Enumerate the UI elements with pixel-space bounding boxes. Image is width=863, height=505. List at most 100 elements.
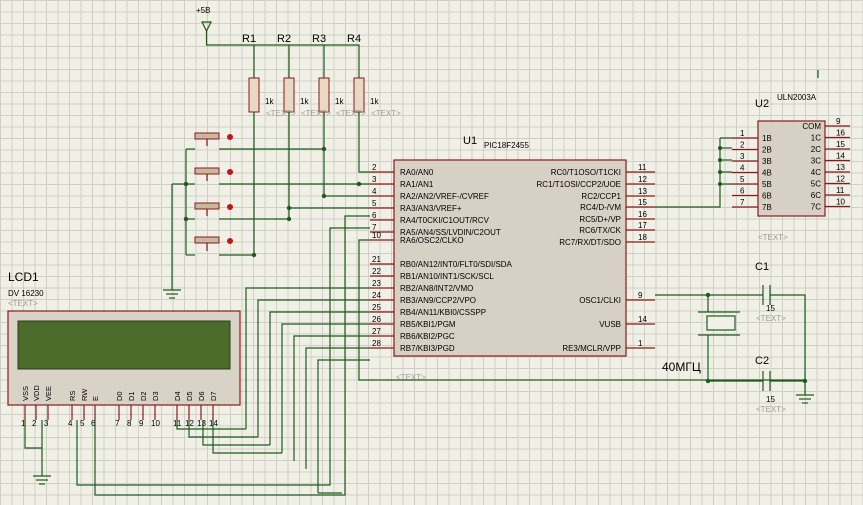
lcd-pin-8[interactable]: 8D1 <box>127 391 136 428</box>
pin-name: 1C <box>811 134 821 143</box>
driver-u2[interactable]: U2 ULN2003A <TEXT> 11B22B33B44B55B66B77B… <box>732 93 850 242</box>
push-button-4[interactable] <box>186 236 254 256</box>
pin-name: RB0/AN12/INT0/FLT0/SDI/SDA <box>400 260 513 269</box>
driver-pin-7[interactable]: 77B <box>732 198 772 212</box>
resistor-r2[interactable]: R2 1k <box>277 33 309 113</box>
lcd-pin-12[interactable]: 12 D5 <box>185 391 194 428</box>
pin-number: 8 <box>127 419 132 428</box>
resistor-value: 1k <box>300 97 309 106</box>
pin-name: RC5/D+/VP <box>579 215 621 224</box>
pin-name: RC7/RX/DT/SDO <box>559 238 621 247</box>
driver-pin-4[interactable]: 44B <box>732 164 772 178</box>
resistor-r4[interactable]: R4 1k <box>347 33 379 113</box>
pin-name: VSS <box>21 386 30 401</box>
pin-name: 6B <box>762 192 772 201</box>
lcd-pin-6[interactable]: 6E <box>91 396 100 428</box>
push-button-2[interactable] <box>186 167 370 185</box>
lcd-pin-5[interactable]: 5RW <box>80 388 89 428</box>
pin-number: 12 <box>185 419 194 428</box>
crystal-x1[interactable]: 40МГЦ <box>662 311 740 374</box>
driver-pin-2[interactable]: 22B <box>732 141 772 155</box>
power-terminal[interactable]: +5В <box>196 6 212 36</box>
lcd-display[interactable]: LCD1 DV 16230 <TEXT> 1VSS2VDD3VEE4RS5RW6… <box>7 270 241 428</box>
capacitor-c1[interactable]: C1 15 <TEXT> <box>755 261 786 323</box>
resistor-placeholder: <TEXT> <box>266 109 296 118</box>
pin-name: 4C <box>811 168 821 177</box>
capacitor-c2[interactable]: C2 15 <TEXT> <box>755 355 786 414</box>
pin-number: 7 <box>372 223 377 232</box>
push-button-3[interactable] <box>186 202 289 220</box>
driver-pin-6[interactable]: 6 6B <box>732 187 772 201</box>
push-button-1[interactable] <box>186 132 324 150</box>
driver-pin-3[interactable]: 33B <box>732 152 772 166</box>
pin-name: 2B <box>762 146 772 155</box>
pin-number: 10 <box>151 419 160 428</box>
lcd-pin-7[interactable]: 7D0 <box>115 391 124 428</box>
pin-name: RC1/T1OSI/CCP2/UOE <box>537 180 621 189</box>
pin-number: 22 <box>372 267 381 276</box>
driver-pin-5[interactable]: 55B <box>732 175 772 189</box>
pin-name: 5C <box>811 180 821 189</box>
pin-number: 10 <box>836 198 845 207</box>
lcd-pin-4[interactable]: 4RS <box>68 391 77 428</box>
resistor-value: 1k <box>265 97 274 106</box>
resistor-ref: R3 <box>312 33 326 45</box>
pin-number: 13 <box>197 419 206 428</box>
pin-name: VUSB <box>599 320 621 329</box>
lcd-ref: LCD1 <box>8 270 39 284</box>
pin-number: 10 <box>372 231 381 240</box>
pin-name: RA5/AN4/SS/LVDIN/C2OUT <box>400 228 501 237</box>
resistor-ref: R4 <box>347 33 361 45</box>
pin-name: RB2/AN8/INT2/VMO <box>400 284 473 293</box>
pin-number: 12 <box>836 175 845 184</box>
mcu-u1[interactable]: U1 PIC18F2455 <TEXT> 2RA0/AN03RA1/AN14RA… <box>370 135 655 382</box>
driver-pin-1[interactable]: 11B <box>732 129 772 143</box>
pin-number: 16 <box>638 210 647 219</box>
pin-number: 6 <box>740 187 745 196</box>
pin-number: 14 <box>836 152 845 161</box>
driver-pin-12[interactable]: 12 5C <box>811 175 850 189</box>
pin-name: RC0/T1OSO/T1CKI <box>551 168 621 177</box>
lcd-pin-9[interactable]: 9D2 <box>139 391 148 428</box>
pin-name: D5 <box>185 391 194 401</box>
